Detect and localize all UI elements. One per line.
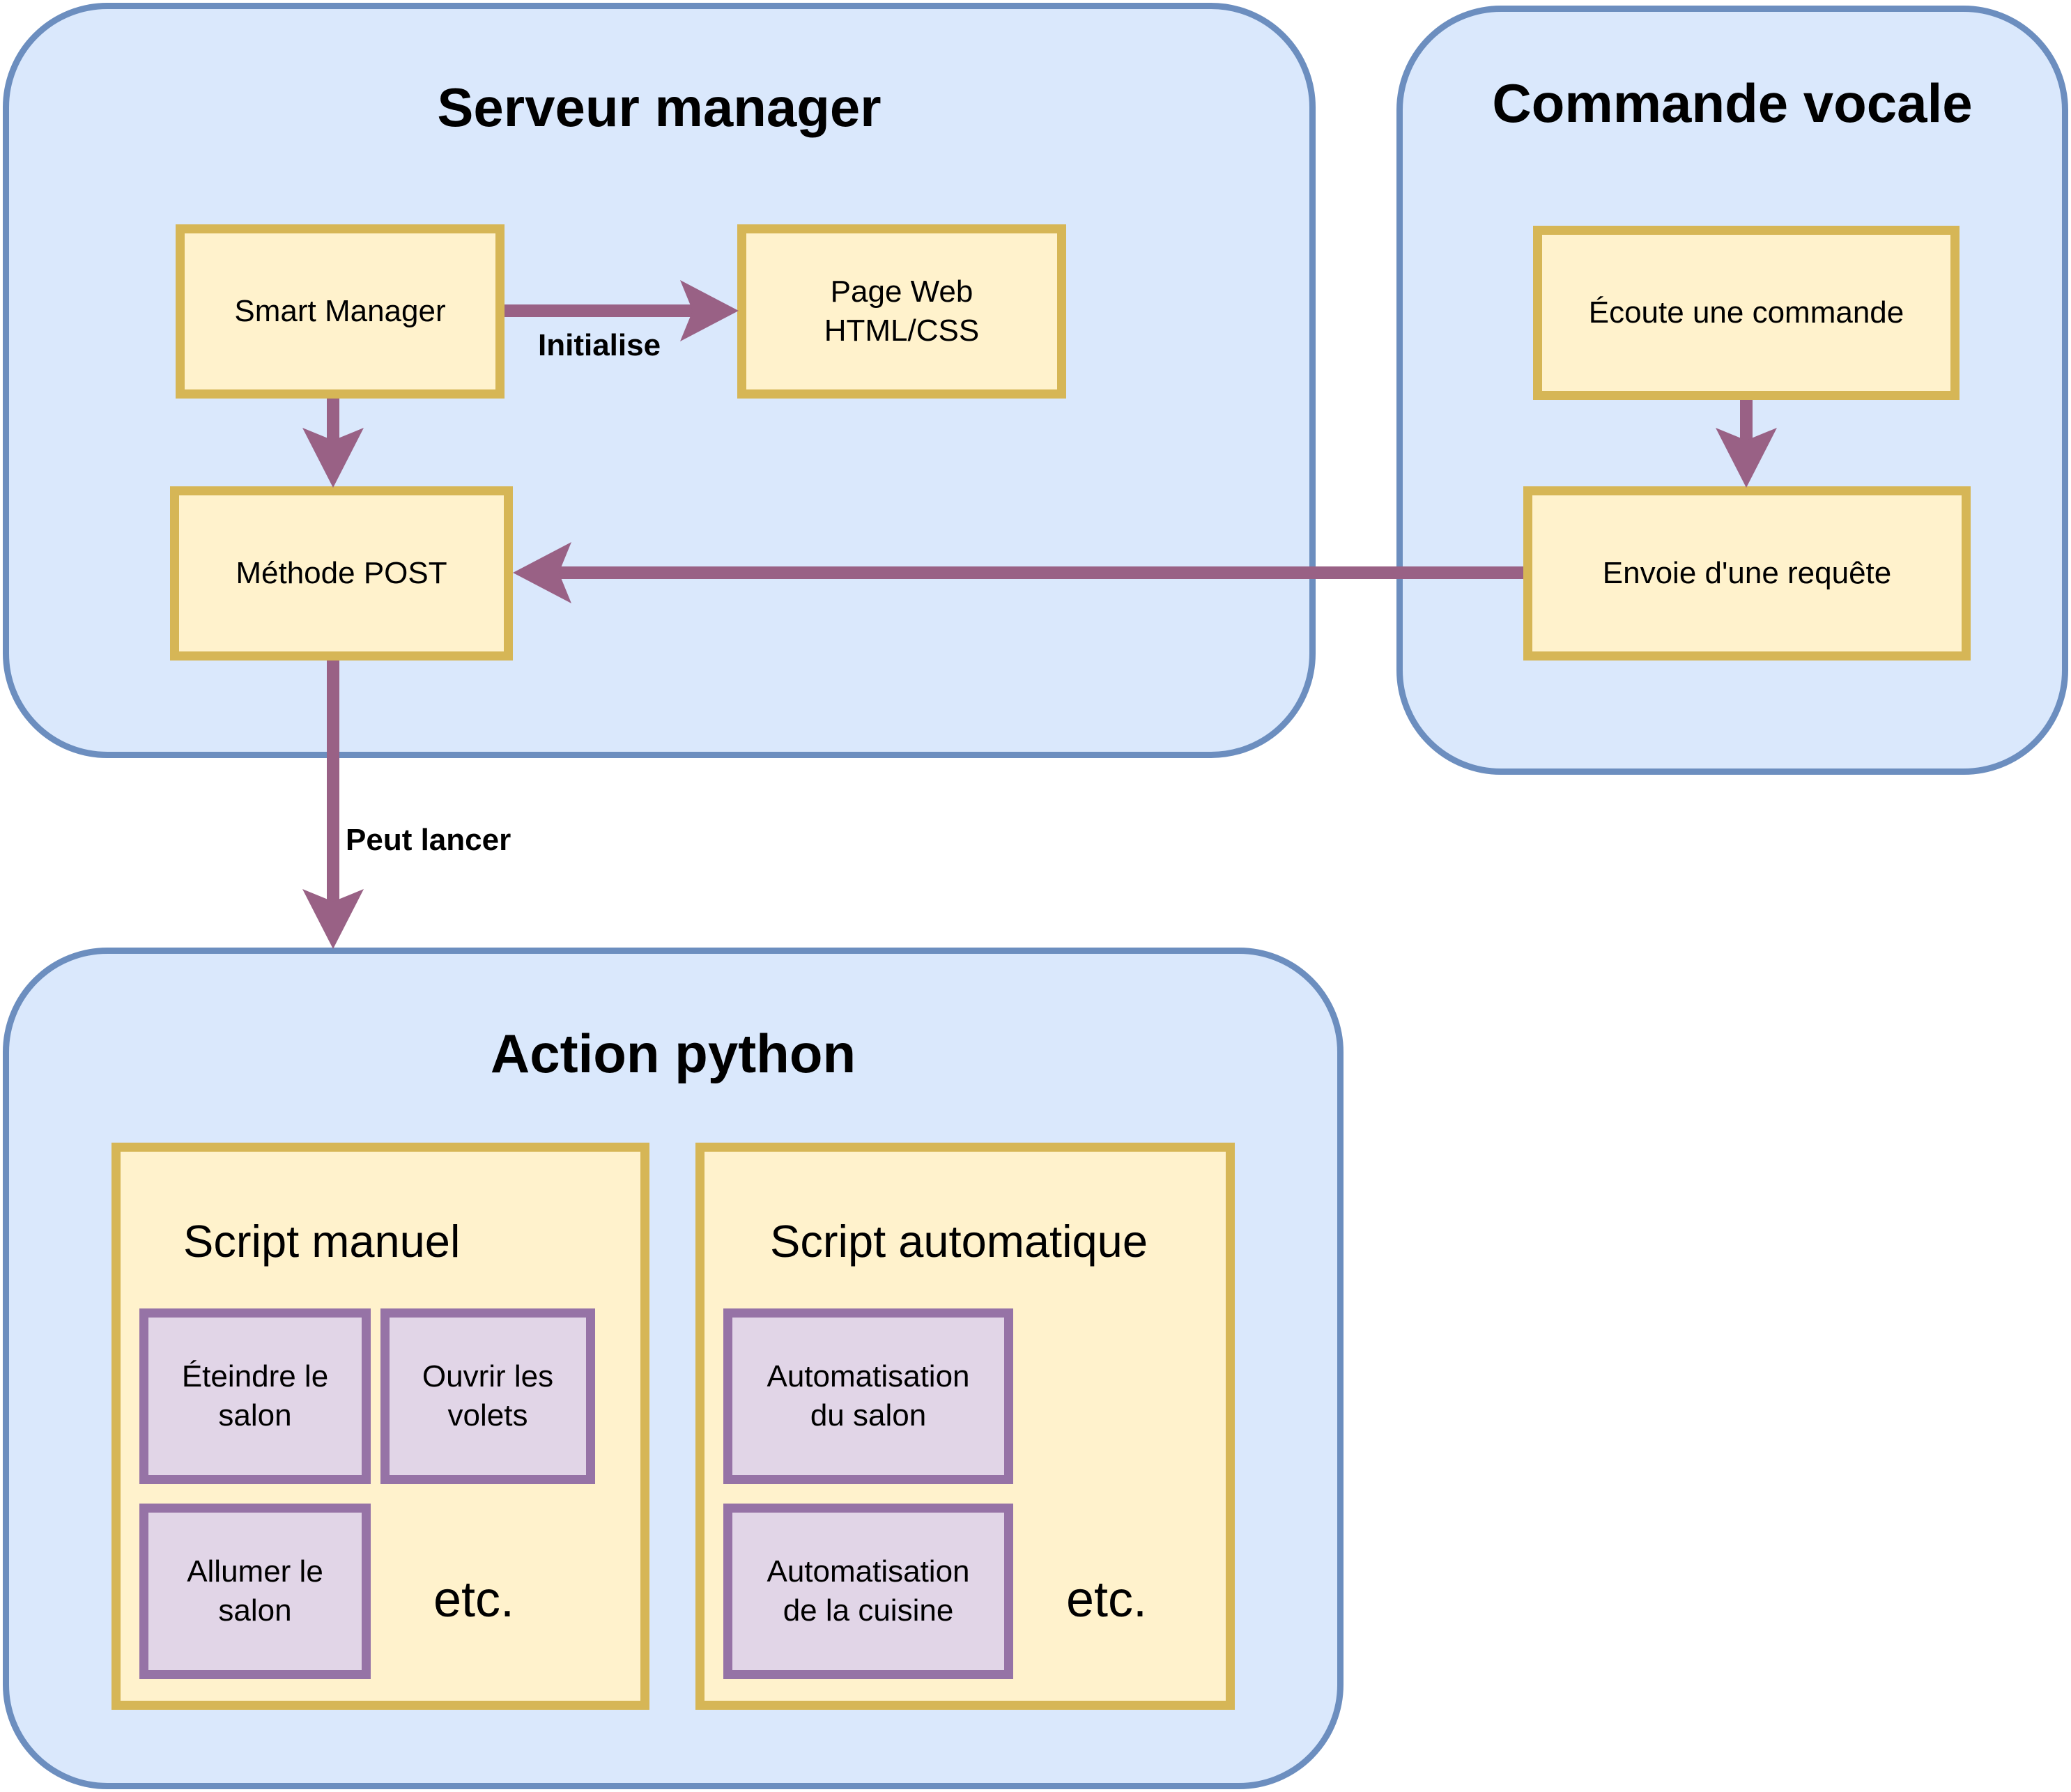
arrowhead-initialise: [680, 280, 739, 341]
arrowhead-peut-lancer: [302, 889, 364, 949]
group-title-action-python: Action python: [490, 1023, 856, 1084]
script-item: Allumer le salon: [139, 1504, 371, 1679]
node-page-web: Page Web HTML/CSS: [737, 224, 1066, 399]
arrowhead-ecoute-to-envoie: [1716, 428, 1777, 488]
edge-label-initialise: Initialise: [538, 328, 661, 362]
etc-label: etc.: [433, 1572, 515, 1628]
edge-label-peut-lancer: Peut lancer: [346, 823, 511, 857]
script-item: Automatisation du salon: [723, 1308, 1013, 1484]
node-methode-post: Méthode POST: [170, 486, 513, 661]
node-smart-manager: Smart Manager: [176, 224, 505, 399]
etc-label: etc.: [1066, 1572, 1148, 1628]
container-title-script-automatique: Script automatique: [770, 1216, 1148, 1267]
script-item: Automatisation de la cuisine: [723, 1504, 1013, 1679]
group-title-serveur-manager: Serveur manager: [437, 77, 881, 138]
node-ecoute-commande: Écoute une commande: [1533, 226, 1960, 400]
group-title-commande-vocale: Commande vocale: [1492, 72, 1973, 134]
arrowhead-envoie-to-post: [513, 542, 571, 603]
arrowhead-smart-to-post: [302, 428, 364, 488]
node-envoie-requete: Envoie d'une requête: [1523, 486, 1971, 661]
script-item: Ouvrir les volets: [380, 1308, 595, 1484]
container-title-script-manuel: Script manuel: [183, 1216, 461, 1267]
script-item: Éteindre le salon: [139, 1308, 371, 1484]
